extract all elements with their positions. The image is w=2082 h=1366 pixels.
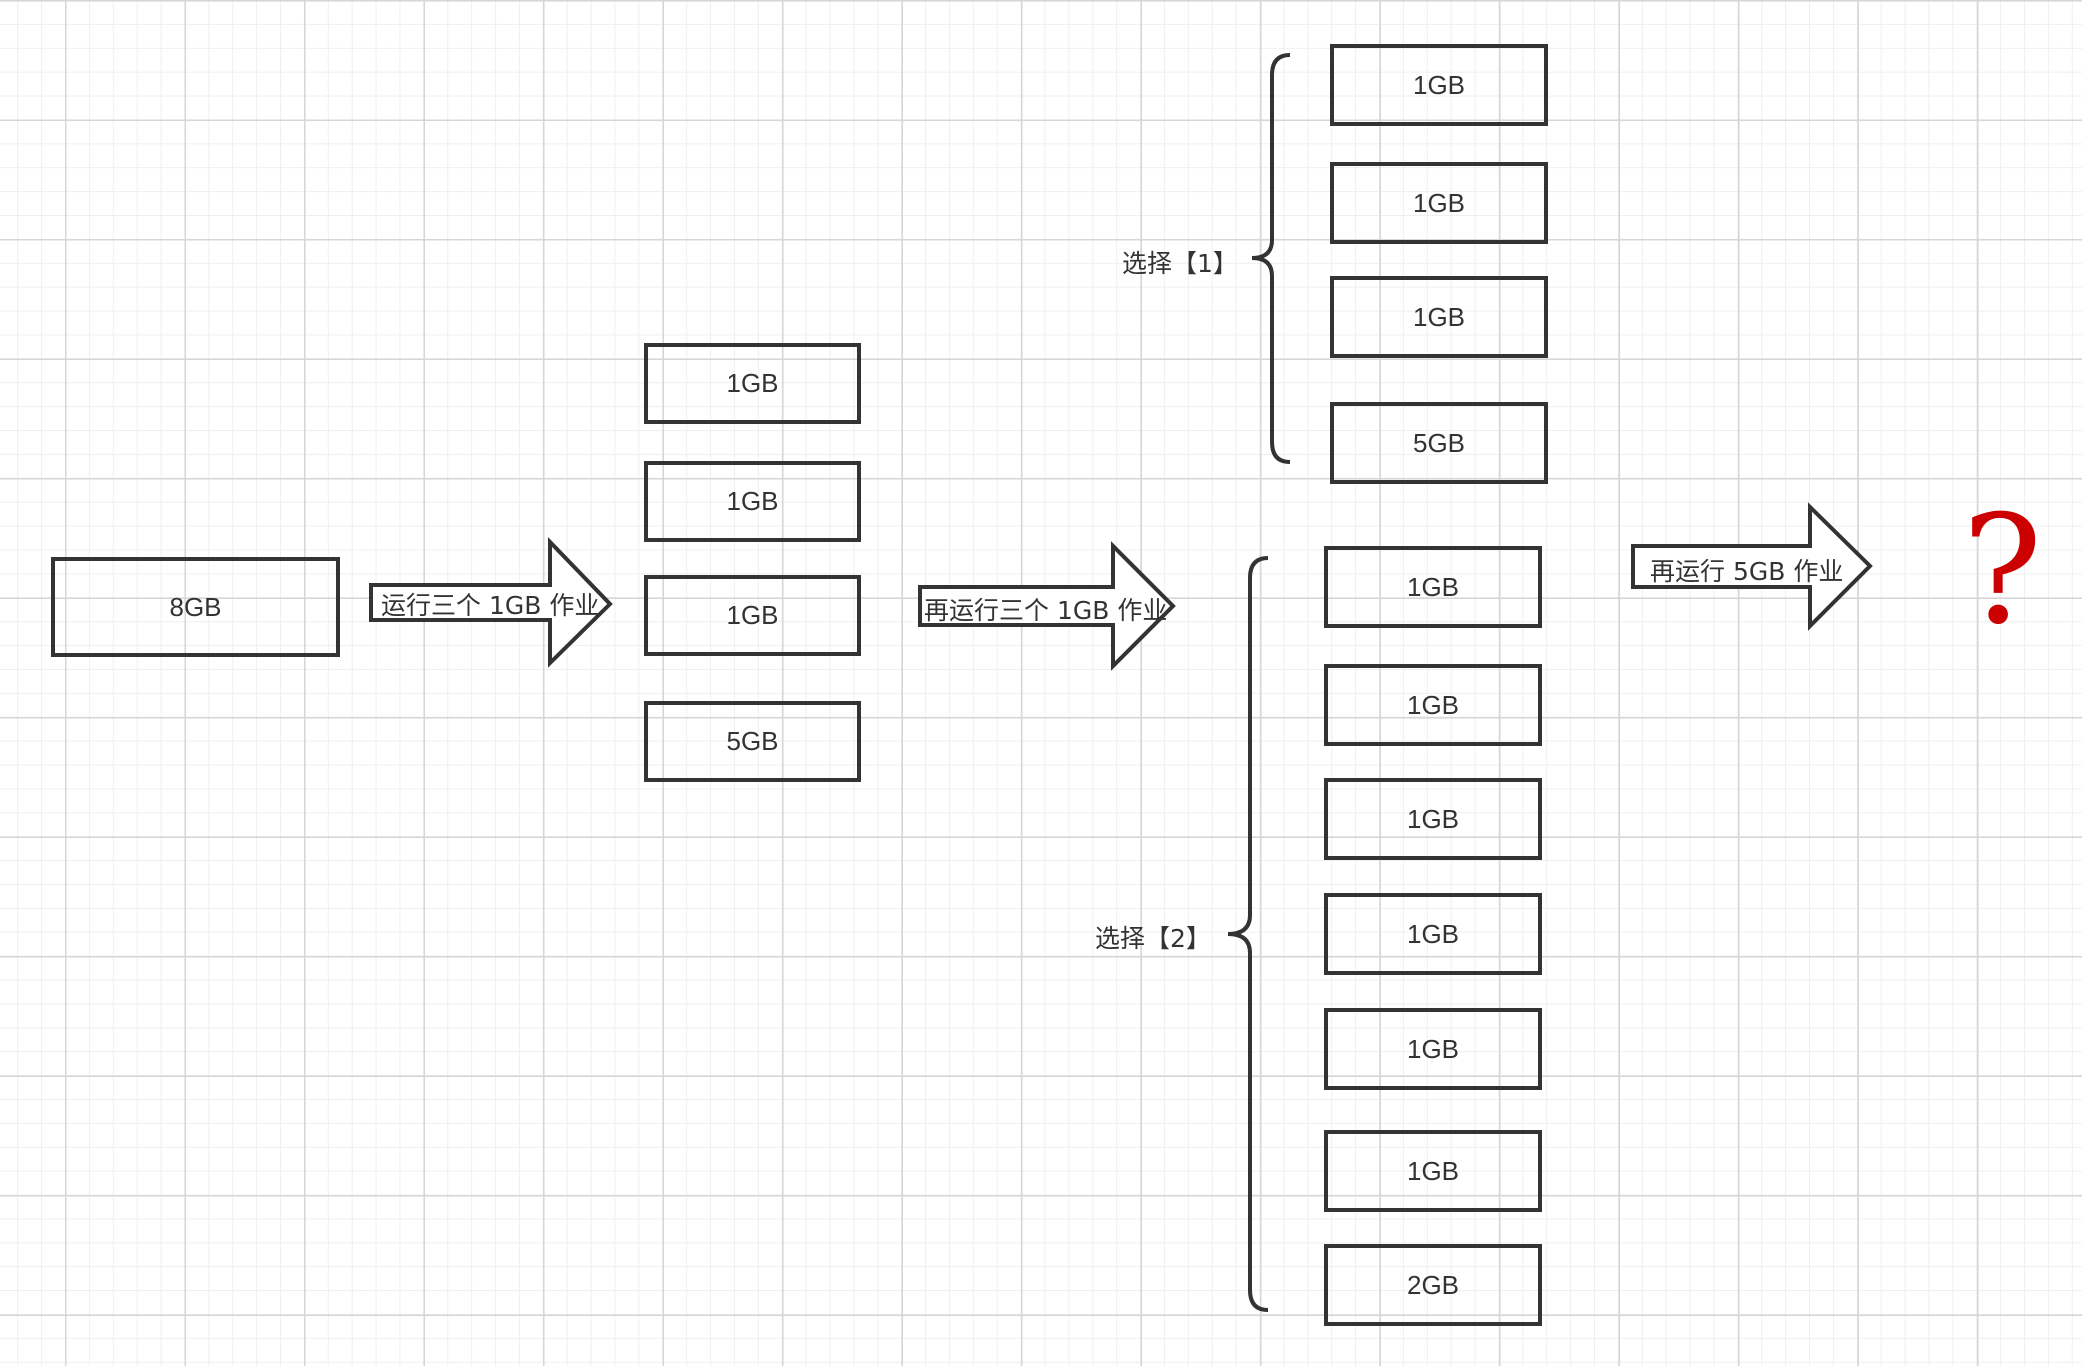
- memory-block: 1GB: [644, 343, 861, 424]
- memory-block: 1GB: [1324, 1130, 1542, 1212]
- memory-block: 5GB: [644, 701, 861, 782]
- choice-2-brace: [1227, 556, 1269, 1312]
- memory-block: 1GB: [1324, 546, 1542, 628]
- memory-block: 1GB: [1330, 162, 1548, 244]
- choice-2-label: 选择【2】: [1095, 924, 1211, 953]
- choice-1-brace: [1251, 53, 1291, 464]
- memory-block: 1GB: [1330, 276, 1548, 358]
- memory-block: 5GB: [1330, 402, 1548, 484]
- question-mark-icon: ?: [1962, 484, 2043, 658]
- arrow-3-label: 再运行 5GB 作业: [1650, 557, 1844, 586]
- choice-1-label: 选择【1】: [1122, 249, 1238, 278]
- memory-block: 1GB: [1324, 664, 1542, 746]
- memory-block: 1GB: [1330, 44, 1548, 126]
- memory-block-8gb: 8GB: [51, 557, 340, 657]
- memory-block-2gb: 2GB: [1324, 1244, 1542, 1326]
- memory-block: 1GB: [644, 461, 861, 542]
- arrow-1-label: 运行三个 1GB 作业: [381, 591, 600, 620]
- memory-block: 1GB: [1324, 893, 1542, 975]
- memory-block: 1GB: [1324, 1008, 1542, 1090]
- arrow-2-label: 再运行三个 1GB 作业: [924, 596, 1168, 625]
- memory-block: 1GB: [1324, 778, 1542, 860]
- memory-block: 1GB: [644, 575, 861, 656]
